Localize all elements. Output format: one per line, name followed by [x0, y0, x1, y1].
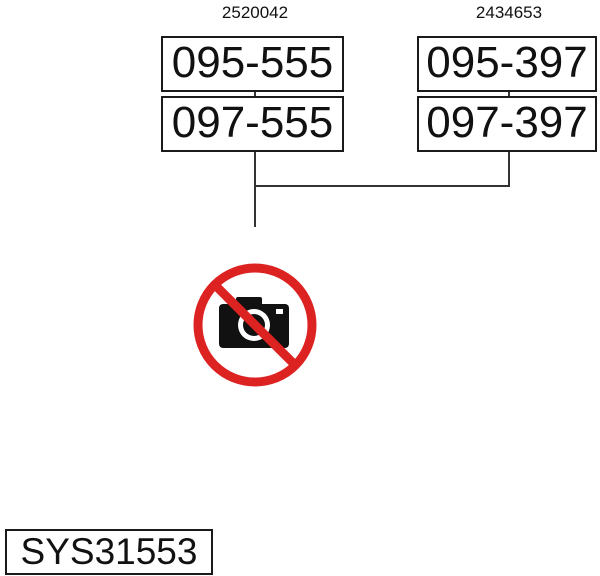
group1-down-line [254, 152, 256, 227]
group2-down-line [508, 152, 510, 187]
part-box-group2-bottom: 097-397 [417, 96, 597, 152]
part-box-group1-top: 095-555 [161, 36, 344, 92]
part-box-group1-bottom: 097-555 [161, 96, 344, 152]
group1-box-connector [254, 92, 256, 96]
group-2-id-label: 2434653 [475, 3, 543, 22]
group-1-id-label: 2520042 [221, 3, 289, 22]
system-code-box: SYS31553 [5, 529, 213, 575]
horizontal-join-line [254, 185, 510, 187]
group2-box-connector [508, 92, 510, 96]
part-box-group2-top: 095-397 [417, 36, 597, 92]
no-camera-icon [193, 263, 317, 387]
